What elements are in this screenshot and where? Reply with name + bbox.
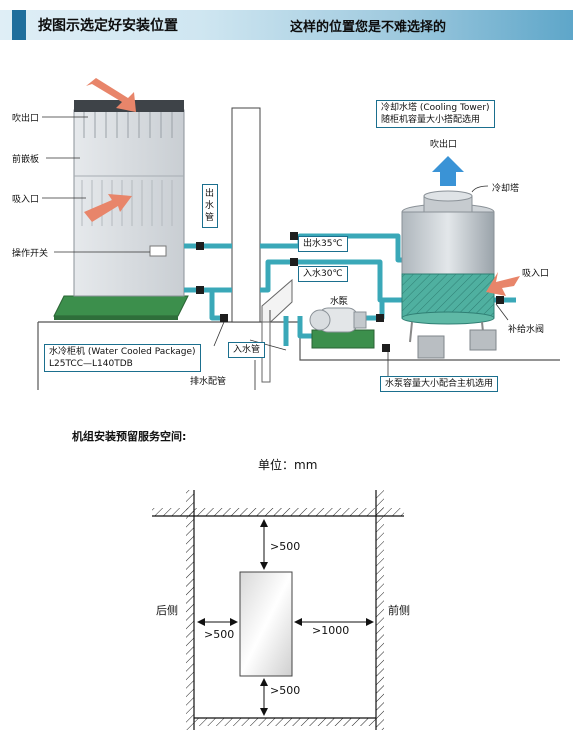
outlet-pipe-label: 出水管 <box>202 184 218 228</box>
water-pump <box>309 307 375 349</box>
drain-opening <box>261 278 293 383</box>
left-clearance-label: >500 <box>204 628 235 641</box>
front-side-label: 前侧 <box>388 604 410 617</box>
tower-outlet-arrow <box>432 156 464 186</box>
cabinet-inlet-arrow <box>84 194 132 222</box>
building-wall <box>231 107 261 323</box>
right-leader-lines <box>213 185 509 378</box>
tower-title-line2: 随柜机容量大小搭配选用 <box>381 115 481 125</box>
right-wall <box>375 490 384 730</box>
installation-diagram <box>37 78 560 390</box>
cooling-tower-info-box: 冷却水塔 (Cooling Tower) 随柜机容量大小搭配选用 <box>376 100 495 128</box>
banner-title-left: 按图示选定好安装位置 <box>38 18 178 34</box>
tower-inlet-label: 吸入口 <box>522 269 550 279</box>
unit-model-box: 水冷柜机 (Water Cooled Package) L25TCC—L140T… <box>44 344 201 372</box>
drain-pipe-label: 排水配管 <box>190 377 227 387</box>
cabinet-outlet-label: 吹出口 <box>12 114 40 124</box>
banner-title-right: 这样的位置您是不难选择的 <box>290 20 447 35</box>
left-leader-lines <box>42 116 150 253</box>
back-side-label: 后侧 <box>156 604 178 617</box>
header-banner: 按图示选定好安装位置 这样的位置您是不难选择的 <box>0 0 573 46</box>
bottom-wall <box>194 717 376 726</box>
front-panel-label: 前嵌板 <box>12 155 40 165</box>
unit-box-line2: L25TCC—L140TDB <box>49 359 133 369</box>
floor-slab <box>37 321 560 390</box>
banner-gradient <box>0 10 573 40</box>
unit-box-line1: 水冷柜机 (Water Cooled Package) <box>49 347 196 357</box>
tower-inlet-arrow <box>486 272 520 296</box>
tower-outlet-label: 吹出口 <box>430 140 458 150</box>
bottom-clearance-label: >500 <box>270 684 301 697</box>
cooling-tower-label: 冷却塔 <box>492 184 520 194</box>
pipe-valves <box>196 232 504 352</box>
top-clearance-label: >500 <box>270 540 301 553</box>
pump-capacity-note: 水泵容量大小配合主机选用 <box>380 376 499 392</box>
clearance-caption: 机组安装预留服务空间: <box>72 430 187 443</box>
top-wall <box>152 508 404 517</box>
left-wall <box>186 490 195 730</box>
unit-base <box>53 295 189 320</box>
unit-footprint <box>239 571 293 677</box>
unit-label: 单位：mm <box>258 458 318 472</box>
banner-accent-bar <box>12 10 26 40</box>
water-out-temp-label: 出水35℃ <box>298 236 348 252</box>
right-clearance-label: >1000 <box>312 624 350 637</box>
makeup-valve-label: 补给水阀 <box>508 325 545 335</box>
water-in-temp-label: 入水30℃ <box>298 266 348 282</box>
cooling-tower <box>401 190 497 359</box>
cabinet-inlet-label: 吸入口 <box>12 195 40 205</box>
operation-switch-label: 操作开关 <box>12 249 49 259</box>
cabinet-outlet-arrow <box>86 78 136 112</box>
inlet-pipe-label: 入水管 <box>228 342 266 358</box>
pump-label: 水泵 <box>330 297 349 307</box>
tower-title-line1: 冷却水塔 (Cooling Tower) <box>381 103 490 113</box>
